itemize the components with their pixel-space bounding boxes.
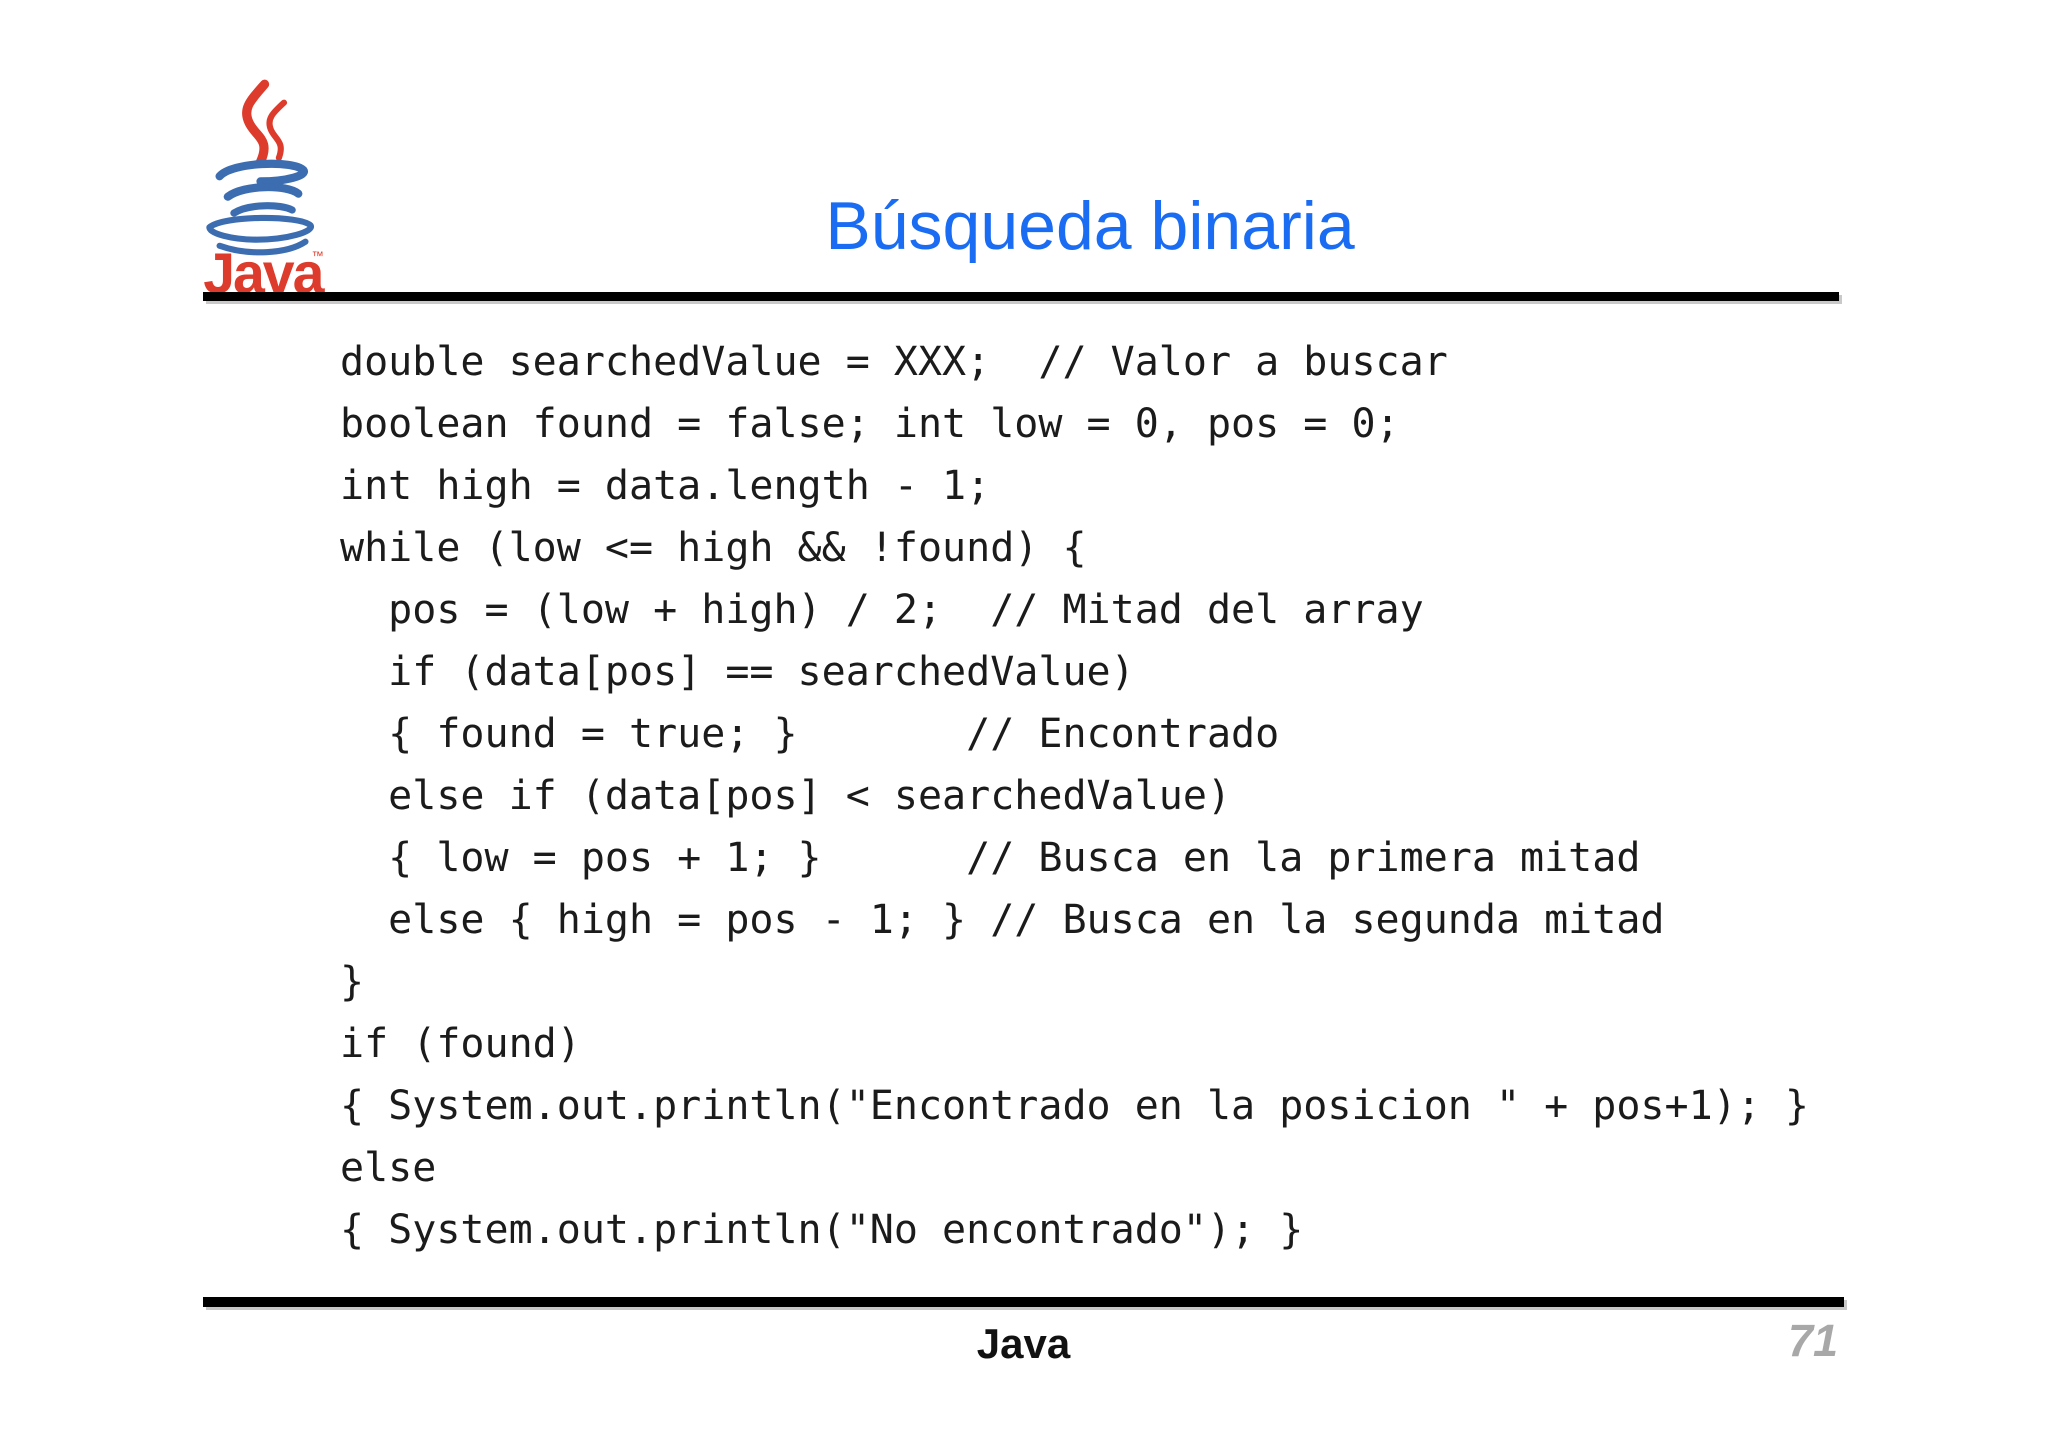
top-divider <box>203 292 1839 301</box>
java-steam-icon <box>242 79 288 167</box>
page-title: Búsqueda binaria <box>825 187 1355 264</box>
code-block: double searchedValue = XXX; // Valor a b… <box>340 339 1810 1253</box>
bottom-divider <box>203 1297 1844 1307</box>
java-logo-icon: Java ™ <box>203 79 326 302</box>
footer-label: Java <box>976 1320 1071 1367</box>
java-trademark: ™ <box>312 249 324 263</box>
java-cup-icon <box>206 159 314 256</box>
page-number: 71 <box>1788 1315 1839 1366</box>
java-wordmark: Java <box>203 242 325 302</box>
